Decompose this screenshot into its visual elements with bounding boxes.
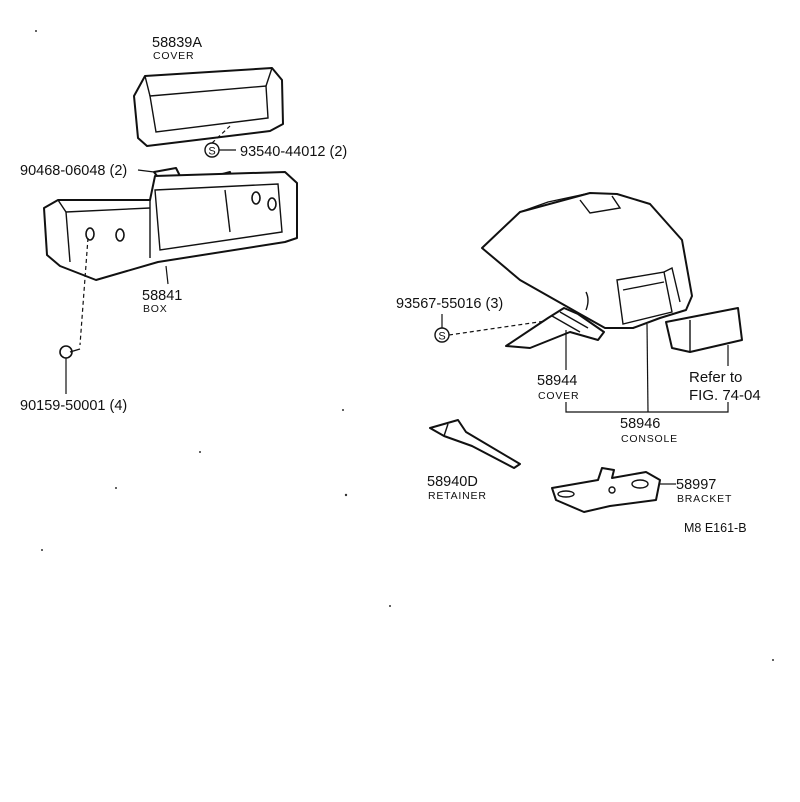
part-number-90468: 90468-06048 (2) (20, 163, 127, 179)
box-58841-drawing (43, 171, 298, 285)
part-number-93567: 93567-55016 (3) (396, 296, 503, 312)
part-name-retainer: RETAINER (428, 490, 487, 502)
part-number-58946: 58946 (620, 416, 660, 432)
part-name-cover-58839a: COVER (153, 50, 194, 62)
part-number-58940d: 58940D (427, 474, 478, 490)
part-number-58841: 58841 (142, 288, 182, 304)
diagram-code: M8 E161-B (684, 521, 747, 535)
reference-line-2: FIG. 74-04 (689, 387, 761, 404)
part-number-58944: 58944 (537, 373, 577, 389)
retainer-58940d-drawing (429, 419, 521, 469)
svg-text:S: S (438, 331, 445, 343)
part-number-58997: 58997 (676, 477, 716, 493)
console-assembly-bracket-line (565, 402, 729, 413)
insert-part-drawing (665, 307, 743, 366)
console-58946-drawing (481, 192, 693, 413)
part-number-58839a: 58839A (152, 35, 202, 51)
part-number-90159: 90159-50001 (4) (20, 398, 127, 414)
reference-line-1: Refer to (689, 369, 742, 386)
screw-90159-drawing (59, 237, 89, 394)
cover-58944-drawing (505, 307, 605, 370)
part-number-93540: 93540-44012 (2) (240, 144, 347, 160)
part-name-cover-58944: COVER (538, 390, 579, 402)
scan-specks (35, 30, 774, 661)
part-name-bracket: BRACKET (677, 493, 732, 505)
part-name-box: BOX (143, 303, 168, 315)
svg-text:S: S (208, 146, 215, 158)
part-name-console: CONSOLE (621, 433, 678, 445)
screw-symbol-93540: S (204, 125, 236, 158)
bracket-58997-drawing (551, 467, 676, 513)
cover-58839a-drawing (133, 67, 284, 147)
